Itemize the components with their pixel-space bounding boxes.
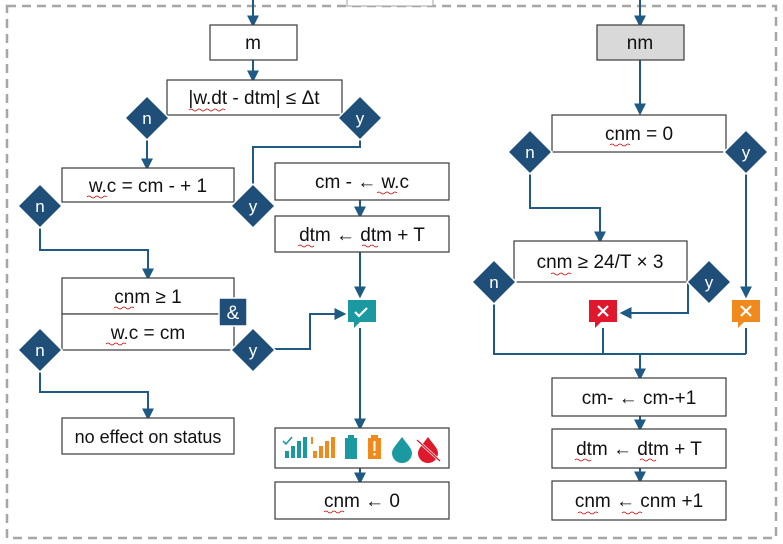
box-condition-cnm: cnm ≥ 1 — [61, 277, 235, 315]
signal-bars-orange-icon — [311, 437, 335, 458]
decision-no-threshold-label: n — [489, 273, 498, 292]
no-effect-label: no effect on status — [75, 427, 222, 447]
decision-yes-main-label: y — [356, 109, 365, 128]
assign-wc-label: w.c = cm - + 1 — [88, 176, 207, 197]
box-nm-label: nm — [627, 33, 653, 54]
top-label-stub — [346, 0, 434, 7]
decision-yes-wc: y — [229, 182, 277, 230]
decision-yes-threshold-label: y — [705, 273, 714, 292]
decision-no-main-label: n — [142, 109, 151, 128]
box-condition-threshold: cnm ≥ 24/T × 3 — [513, 240, 688, 283]
box-increment-cm: cm- ← cm-+1 — [551, 377, 727, 417]
increment-cm-label: cm- ← cm-+1 — [582, 388, 697, 409]
box-assign-cm: cm - ← w.c — [274, 162, 450, 201]
decision-no-zero-label: n — [525, 143, 534, 162]
cross-badge-orange-icon — [732, 300, 760, 328]
condition-threshold-label: cnm ≥ 24/T × 3 — [537, 252, 664, 273]
decision-yes-wc-label: y — [249, 197, 258, 216]
box-condition-zero: cnm = 0 — [551, 114, 727, 153]
decision-no-wc: n — [16, 182, 64, 230]
water-drop-off-red-icon — [416, 437, 441, 463]
increment-cnm-label: cnm ← cnm +1 — [575, 491, 703, 512]
condition-zero-label: cnm = 0 — [605, 124, 673, 145]
decision-no-wc-label: n — [35, 197, 44, 216]
decision-yes-zero: y — [722, 128, 770, 176]
box-condition-main: |w.dt - dtm| ≤ Δt — [166, 79, 343, 116]
decision-no-threshold: n — [470, 258, 518, 306]
assign-dt-left-label: dtm ← dtm + T — [299, 225, 425, 246]
decision-yes-zero-label: y — [742, 143, 751, 162]
condition-wc-label: w.c = cm — [110, 323, 185, 344]
box-assign-dt-left: dtm ← dtm + T — [274, 215, 450, 253]
cross-badge-red-icon — [589, 300, 617, 328]
box-m-label: m — [245, 33, 261, 54]
water-drop-teal-icon — [392, 437, 412, 463]
box-m: m — [209, 24, 298, 61]
and-label: & — [227, 303, 240, 324]
box-reset-cnm: cnm ← 0 — [274, 481, 450, 520]
box-status-icons — [274, 427, 450, 469]
box-assign-dt-right: dtm ← dtm + T — [551, 428, 727, 469]
battery-teal-icon — [345, 435, 357, 459]
decision-yes-combined: y — [229, 326, 277, 374]
decision-no-zero: n — [506, 128, 554, 176]
dashed-container — [5, 4, 778, 540]
box-assign-wc: w.c = cm - + 1 — [61, 167, 235, 203]
box-condition-wc: w.c = cm — [61, 313, 235, 351]
decision-yes-main: y — [336, 94, 384, 142]
signal-bars-teal-icon — [282, 436, 307, 458]
box-increment-cnm: cnm ← cnm +1 — [551, 480, 727, 521]
check-badge-icon — [348, 300, 376, 328]
decision-yes-combined-label: y — [249, 341, 258, 360]
condition-main-label: |w.dt - dtm| ≤ Δt — [188, 88, 320, 109]
connectors — [39, 0, 752, 485]
and-badge: & — [218, 297, 248, 327]
assign-dt-right-label: dtm ← dtm + T — [576, 439, 702, 460]
decision-no-combined: n — [16, 326, 64, 374]
decision-no-main: n — [123, 94, 171, 142]
decision-yes-threshold: y — [685, 258, 733, 306]
assign-cm-label: cm - ← w.c — [315, 172, 409, 193]
box-nm: nm — [596, 24, 685, 61]
reset-cnm-label: cnm ← 0 — [324, 491, 400, 512]
decision-no-combined-label: n — [35, 341, 44, 360]
battery-alert-orange-icon — [368, 435, 381, 459]
box-no-effect: no effect on status — [61, 417, 235, 455]
condition-cnm-label: cnm ≥ 1 — [114, 287, 181, 308]
